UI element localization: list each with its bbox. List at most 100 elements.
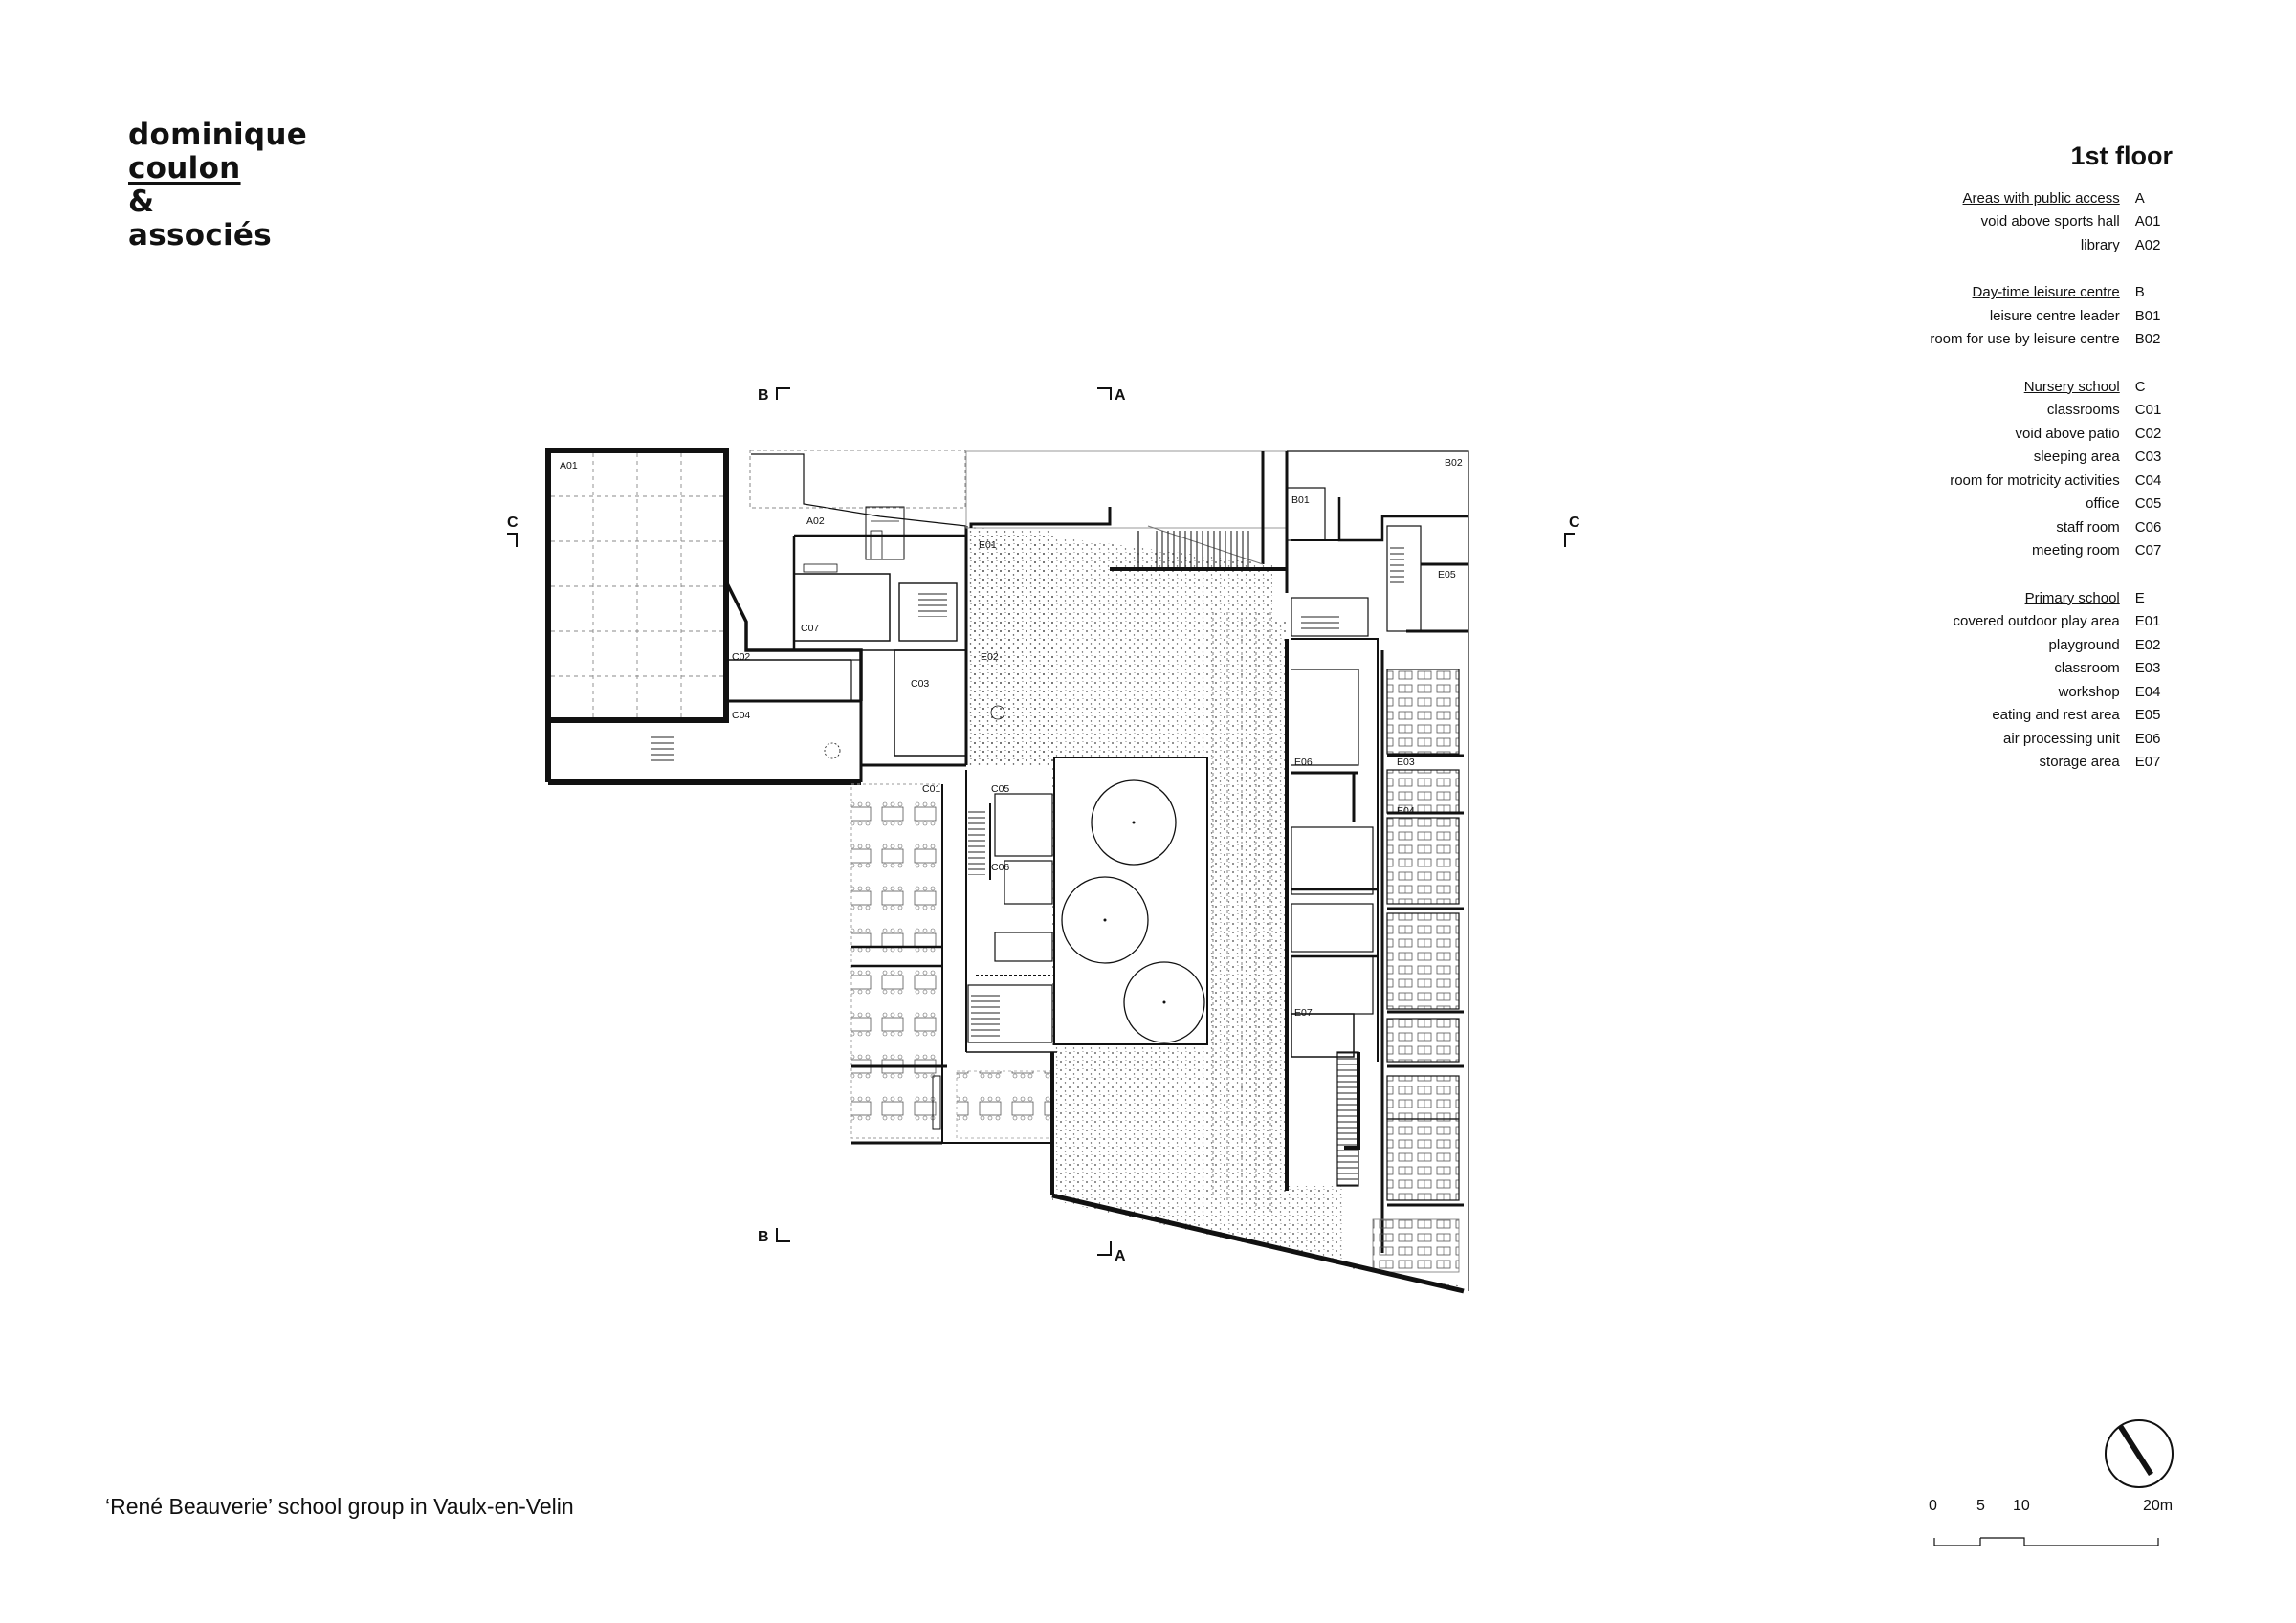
room-legend: Areas with public access A void above spo… (1799, 186, 2181, 798)
room-label-c03: C03 (911, 678, 929, 690)
classroom-column (1372, 669, 1464, 1273)
room-label-a01: A01 (560, 460, 578, 472)
scale-tick-0: 0 (1929, 1498, 1937, 1514)
playground-area (966, 526, 1464, 1291)
room-label-e02: E02 (981, 651, 999, 663)
nursery-classrooms (850, 770, 1465, 1294)
covered-play-area (968, 531, 1054, 765)
legend-label: leisure centre leader (1989, 307, 2120, 324)
legend-label: classrooms (2046, 402, 2120, 419)
room-label-c02: C02 (732, 651, 750, 663)
room-label-c01: C01 (922, 783, 940, 795)
legend-label: eating and rest area (1992, 707, 2120, 724)
legend-code: C02 (2134, 425, 2162, 442)
room-label-c07: C07 (801, 623, 819, 634)
scale-tick-5: 5 (1976, 1498, 1985, 1514)
legend-label: covered outdoor play area (1953, 613, 2120, 630)
legend-label: playground (2048, 636, 2120, 653)
legend-label: library (2080, 236, 2120, 253)
legend-code: B01 (2134, 307, 2161, 324)
legend-code: E05 (2134, 707, 2161, 724)
room-label-e04: E04 (1397, 805, 1415, 817)
legend-label: office (2086, 495, 2120, 513)
legend-code: B (2134, 284, 2145, 301)
room-labels: A01 A02 B01 B02 C01 C02 C03 C04 C05 C06 … (560, 457, 1463, 1019)
scale-bar (1933, 1537, 2159, 1546)
legend-group-a: Areas with public access A void above spo… (1799, 186, 2181, 257)
logo-line-1: dominique (128, 118, 308, 152)
legend-heading: Areas with public access (1962, 189, 2120, 207)
legend-label: workshop (2058, 683, 2120, 700)
section-mark-b-top: B (758, 387, 769, 404)
primary-school-wing (1285, 450, 1469, 1291)
north-arrow-icon (2105, 1419, 2174, 1488)
logo-line-3: & (128, 185, 155, 219)
room-label-e03: E03 (1397, 757, 1415, 768)
legend-label: storage area (2039, 754, 2120, 771)
room-label-e06: E06 (1294, 757, 1313, 768)
scale-labels: 0 5 10 20m (1913, 1498, 2173, 1546)
legend-label: void above sports hall (1980, 213, 2120, 230)
legend-code: E (2134, 589, 2145, 606)
legend-group-c: Nursery school C classrooms C01 void above… (1799, 375, 2181, 562)
section-markers (507, 387, 1575, 1256)
section-mark-a-top: A (1115, 387, 1126, 404)
room-label-e05: E05 (1438, 569, 1456, 581)
scale-tick-20: 20m (2143, 1498, 2174, 1514)
legend-code: E01 (2134, 613, 2161, 630)
room-label-c05: C05 (991, 783, 1009, 795)
skylight-centre (1103, 918, 1107, 922)
legend-code: A (2134, 189, 2145, 207)
legend-label: classroom (2054, 660, 2120, 677)
nursery-north-block (725, 450, 1005, 782)
legend-code: E04 (2134, 683, 2161, 700)
scale-tick-10: 10 (2013, 1498, 2030, 1514)
legend-code: E07 (2134, 754, 2161, 771)
legend-heading: Day-time leisure centre (1972, 284, 2120, 301)
legend-code: C06 (2134, 518, 2162, 536)
section-mark-b-bottom: B (758, 1229, 769, 1245)
logo-line-4: associés (128, 218, 272, 252)
legend-code: C07 (2134, 542, 2162, 559)
logo-line-2: coulon (128, 151, 241, 186)
firm-logo: dominique coulon & associés (128, 119, 307, 252)
room-label-b02: B02 (1445, 457, 1463, 469)
sports-hall (545, 448, 861, 785)
legend-code: B02 (2134, 331, 2161, 348)
legend-label: staff room (2056, 518, 2120, 536)
room-label-b01: B01 (1292, 494, 1310, 506)
legend-label: void above patio (2015, 425, 2120, 442)
legend-code: E06 (2134, 730, 2161, 747)
legend-label: room for motricity activities (1950, 472, 2120, 489)
legend-heading: Nursery school (2023, 378, 2120, 395)
legend-group-e: Primary school E covered outdoor play are… (1799, 586, 2181, 774)
room-label-c06: C06 (991, 862, 1009, 873)
legend-code: C (2134, 378, 2146, 395)
section-mark-c-left: C (507, 515, 519, 531)
room-label-c04: C04 (732, 710, 750, 721)
legend-code: C01 (2134, 402, 2162, 419)
legend-code: A02 (2134, 236, 2161, 253)
legend-group-b: Day-time leisure centre B leisure centre … (1799, 281, 2181, 352)
section-mark-c-right: C (1569, 515, 1580, 531)
skylight-centre (1162, 1000, 1166, 1004)
north-wall (965, 450, 1288, 571)
legend-label: meeting room (2032, 542, 2120, 559)
project-caption: ‘René Beauverie’ school group in Vaulx-e… (105, 1494, 574, 1519)
room-label-e01: E01 (979, 539, 997, 551)
legend-code: C04 (2134, 472, 2162, 489)
playground-steps (1212, 612, 1271, 1215)
legend-code: A01 (2134, 213, 2161, 230)
legend-code: C05 (2134, 495, 2162, 513)
legend-code: E03 (2134, 660, 2161, 677)
legend-label: sleeping area (2033, 449, 2120, 466)
legend-code: E02 (2134, 636, 2161, 653)
skylight-centre (1132, 821, 1136, 824)
floor-title: 1st floor (2070, 142, 2173, 170)
room-label-a02: A02 (806, 515, 825, 527)
room-label-e07: E07 (1294, 1007, 1313, 1019)
legend-heading: Primary school (2024, 589, 2120, 606)
section-mark-a-bottom: A (1115, 1248, 1126, 1264)
legend-label: room for use by leisure centre (1930, 331, 2120, 348)
